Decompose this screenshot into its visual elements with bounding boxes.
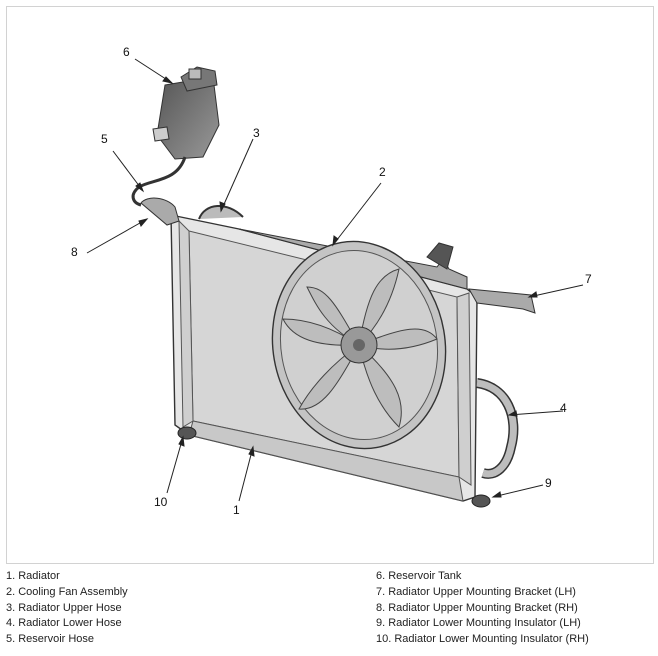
legend-item: 6. Reservoir Tank	[376, 570, 462, 582]
callout-9: 9	[545, 476, 552, 490]
callout-10: 10	[154, 495, 168, 509]
legend-item: 9. Radiator Lower Mounting Insulator (LH…	[376, 617, 581, 630]
legend-left: 1. Radiator 2. Cooling Fan Assembly 3. R…	[6, 569, 306, 648]
cooling-fan-assembly	[271, 240, 447, 450]
legend-item: 10. Radiator Lower Mounting Insulator (R…	[376, 633, 589, 646]
callout-3: 3	[253, 126, 260, 140]
leader-lines	[86, 58, 584, 502]
callout-8: 8	[71, 245, 78, 259]
legend-item: 2. Cooling Fan Assembly	[6, 585, 128, 598]
legend-item: 1. Radiator	[6, 570, 60, 582]
radiator-diagram: 6 3 5 2 7 8 4 9 10 1	[6, 6, 654, 564]
callout-2: 2	[379, 165, 386, 179]
radiator-lower-mounting-insulator-rh	[177, 426, 197, 440]
legend-item: 3. Radiator Upper Hose	[6, 601, 122, 614]
diagram-drawing	[86, 58, 584, 508]
reservoir-tank	[152, 66, 220, 160]
legend-item: 7. Radiator Upper Mounting Bracket (LH)	[376, 585, 576, 598]
callout-6: 6	[123, 45, 130, 59]
callout-7: 7	[585, 272, 592, 286]
legend-item: 8. Radiator Upper Mounting Bracket (RH)	[376, 601, 578, 614]
callout-4: 4	[560, 401, 567, 415]
reservoir-hose	[131, 156, 187, 207]
callout-1: 1	[233, 503, 240, 517]
legend-item: 4. Radiator Lower Hose	[6, 617, 122, 630]
radiator-lower-mounting-insulator-lh	[471, 494, 491, 508]
radiator-upper-hose	[198, 205, 244, 220]
callout-5: 5	[101, 132, 108, 146]
legend-right: 6. Reservoir Tank 7. Radiator Upper Moun…	[376, 569, 658, 648]
radiator-upper-mounting-bracket-rh	[140, 197, 180, 226]
legend-item: 5. Reservoir Hose	[6, 633, 95, 646]
radiator-upper-mounting-bracket-lh	[468, 288, 536, 314]
